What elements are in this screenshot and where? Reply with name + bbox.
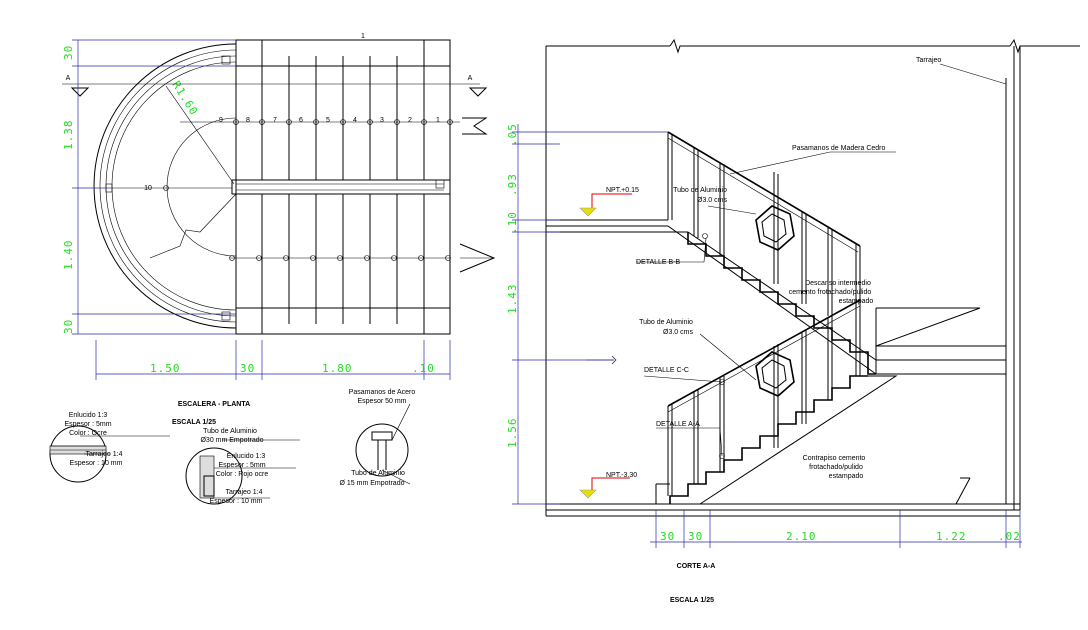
step-number: 1 bbox=[436, 117, 440, 124]
npt-markers bbox=[579, 193, 632, 499]
section-dims-vertical: .05 .93 .10 1.43 1.56 bbox=[506, 123, 668, 505]
plan-view: 9 8 7 6 5 4 3 2 1 10 1 R1.60 A A bbox=[62, 33, 496, 426]
label-contrapiso: estampado bbox=[829, 473, 864, 480]
plan-dims-horizontal: 1.50 30 1.80 .10 bbox=[95, 340, 451, 380]
dim-v-plan: 1.40 bbox=[62, 240, 75, 271]
step-number-10: 10 bbox=[144, 185, 152, 192]
dim-h-plan: 30 bbox=[240, 362, 255, 375]
section-view: .05 .93 .10 1.43 1.56 30 30 2.10 1.22 .0… bbox=[506, 38, 1080, 604]
detail-3: Pasamanos de Acero Espesor 50 mm Tubo de… bbox=[340, 389, 416, 487]
detail-text: Color : Rojo ocre bbox=[216, 471, 269, 478]
dim-v-section: 1.43 bbox=[506, 284, 519, 315]
label-detalle-aa: DETALLE A-A bbox=[656, 421, 700, 428]
lower-railing bbox=[667, 299, 861, 496]
detail-text: Espesor : 5mm bbox=[64, 421, 111, 428]
cut-label-left: A bbox=[66, 75, 71, 82]
step-number: 5 bbox=[326, 117, 330, 124]
label-contrapiso: Contrapiso cemento bbox=[803, 455, 866, 462]
step-number: 4 bbox=[353, 117, 357, 124]
label-npt-top: NPT.+0.15 bbox=[606, 187, 639, 194]
dim-h-section: .02 bbox=[998, 530, 1021, 543]
detail-text: Tubo de Aluminio bbox=[351, 470, 405, 477]
dim-h-section: 30 bbox=[688, 530, 703, 543]
detail-text: Espesor : 5mm bbox=[218, 462, 265, 469]
detail-text: Ø30 mm Empotrado bbox=[200, 437, 263, 444]
detail-text: Tarrajeo 1:4 bbox=[86, 451, 123, 458]
section-title: CORTE A-A bbox=[677, 563, 716, 570]
label-tubo: Tubo de Aluminio bbox=[639, 319, 693, 326]
detail-text: Enlucido 1:3 bbox=[227, 453, 266, 460]
dim-v-section: 1.56 bbox=[506, 418, 519, 449]
detail-text: Pasamanos de Acero bbox=[349, 389, 416, 396]
section-leaders bbox=[586, 63, 1007, 457]
detail-text: Enlucido 1:3 bbox=[69, 412, 108, 419]
step-number: 3 bbox=[380, 117, 384, 124]
label-detalle-cc: DETALLE C-C bbox=[644, 367, 689, 374]
dim-v-section: .93 bbox=[506, 173, 519, 196]
plan-nodes bbox=[163, 119, 453, 261]
plan-dims-vertical: 30 1.38 1.40 30 bbox=[62, 39, 236, 335]
upper-railing bbox=[667, 131, 861, 352]
dim-v-plan: 1.38 bbox=[62, 120, 75, 151]
label-detalle-bb: DETALLE B-B bbox=[636, 259, 681, 266]
detail-text: Ø 15 mm Empotrado bbox=[340, 480, 405, 487]
detail-text: Tubo de Aluminio bbox=[203, 428, 257, 435]
label-tubo-dim: Ø3.0 cms bbox=[697, 197, 727, 204]
step-number: 6 bbox=[299, 117, 303, 124]
label-tubo-dim: Ø3.0 cms bbox=[663, 329, 693, 336]
dim-v-plan: 30 bbox=[62, 45, 75, 60]
detail-text: Espesor : 10 mm bbox=[70, 460, 123, 467]
dim-h-plan: .10 bbox=[412, 362, 435, 375]
radius-label: R1.60 bbox=[169, 79, 200, 118]
step-number: 8 bbox=[246, 117, 250, 124]
plan-scale: ESCALA 1/25 bbox=[172, 419, 216, 426]
dim-h-plan: 1.80 bbox=[322, 362, 353, 375]
label-npt-bottom: NPT.-3.30 bbox=[606, 472, 637, 479]
detail-1: Enlucido 1:3 Espesor : 5mm Color : Ocre … bbox=[49, 412, 170, 483]
step-number: 7 bbox=[273, 117, 277, 124]
dim-v-plan: 30 bbox=[62, 319, 75, 334]
top-number: 1 bbox=[361, 33, 365, 40]
detail-text: Espesor : 10 mm bbox=[210, 498, 263, 505]
step-number: 2 bbox=[408, 117, 412, 124]
label-descanso: Descanso intermedio bbox=[805, 280, 871, 287]
step-numbers: 9 8 7 6 5 4 3 2 1 10 1 bbox=[144, 33, 440, 192]
dim-h-section: 30 bbox=[660, 530, 675, 543]
label-tarrajeo: Tarrajeo bbox=[916, 57, 941, 64]
cut-markers: A A bbox=[62, 75, 496, 273]
step-number: 9 bbox=[219, 117, 223, 124]
detail-2: Tubo de Aluminio Ø30 mm Empotrado Enluci… bbox=[185, 428, 300, 505]
detail-text: Color : Ocre bbox=[69, 430, 107, 437]
label-pasamanos: Pasamanos de Madera Cedro bbox=[792, 145, 885, 152]
stair-flights bbox=[105, 39, 460, 335]
dim-v-section: .05 bbox=[506, 123, 519, 146]
detail-text: Espesor 50 mm bbox=[357, 398, 406, 405]
label-contrapiso: frotachado/pulido bbox=[809, 464, 863, 471]
dim-v-section: .10 bbox=[506, 211, 519, 234]
label-descanso: cemento frotachado/pulido bbox=[789, 289, 872, 296]
cut-label-right: A bbox=[468, 75, 473, 82]
label-descanso: estampado bbox=[839, 298, 874, 305]
dim-h-section: 1.22 bbox=[936, 530, 967, 543]
detail-text: Tarrajeo 1:4 bbox=[226, 489, 263, 496]
dim-h-section: 2.10 bbox=[786, 530, 817, 543]
plan-title: ESCALERA - PLANTA bbox=[178, 401, 250, 408]
dim-h-plan: 1.50 bbox=[150, 362, 181, 375]
label-tubo: Tubo de Aluminio bbox=[673, 187, 727, 194]
section-scale: ESCALA 1/25 bbox=[670, 597, 714, 604]
section-dims-horizontal: 30 30 2.10 1.22 .02 bbox=[650, 510, 1022, 548]
